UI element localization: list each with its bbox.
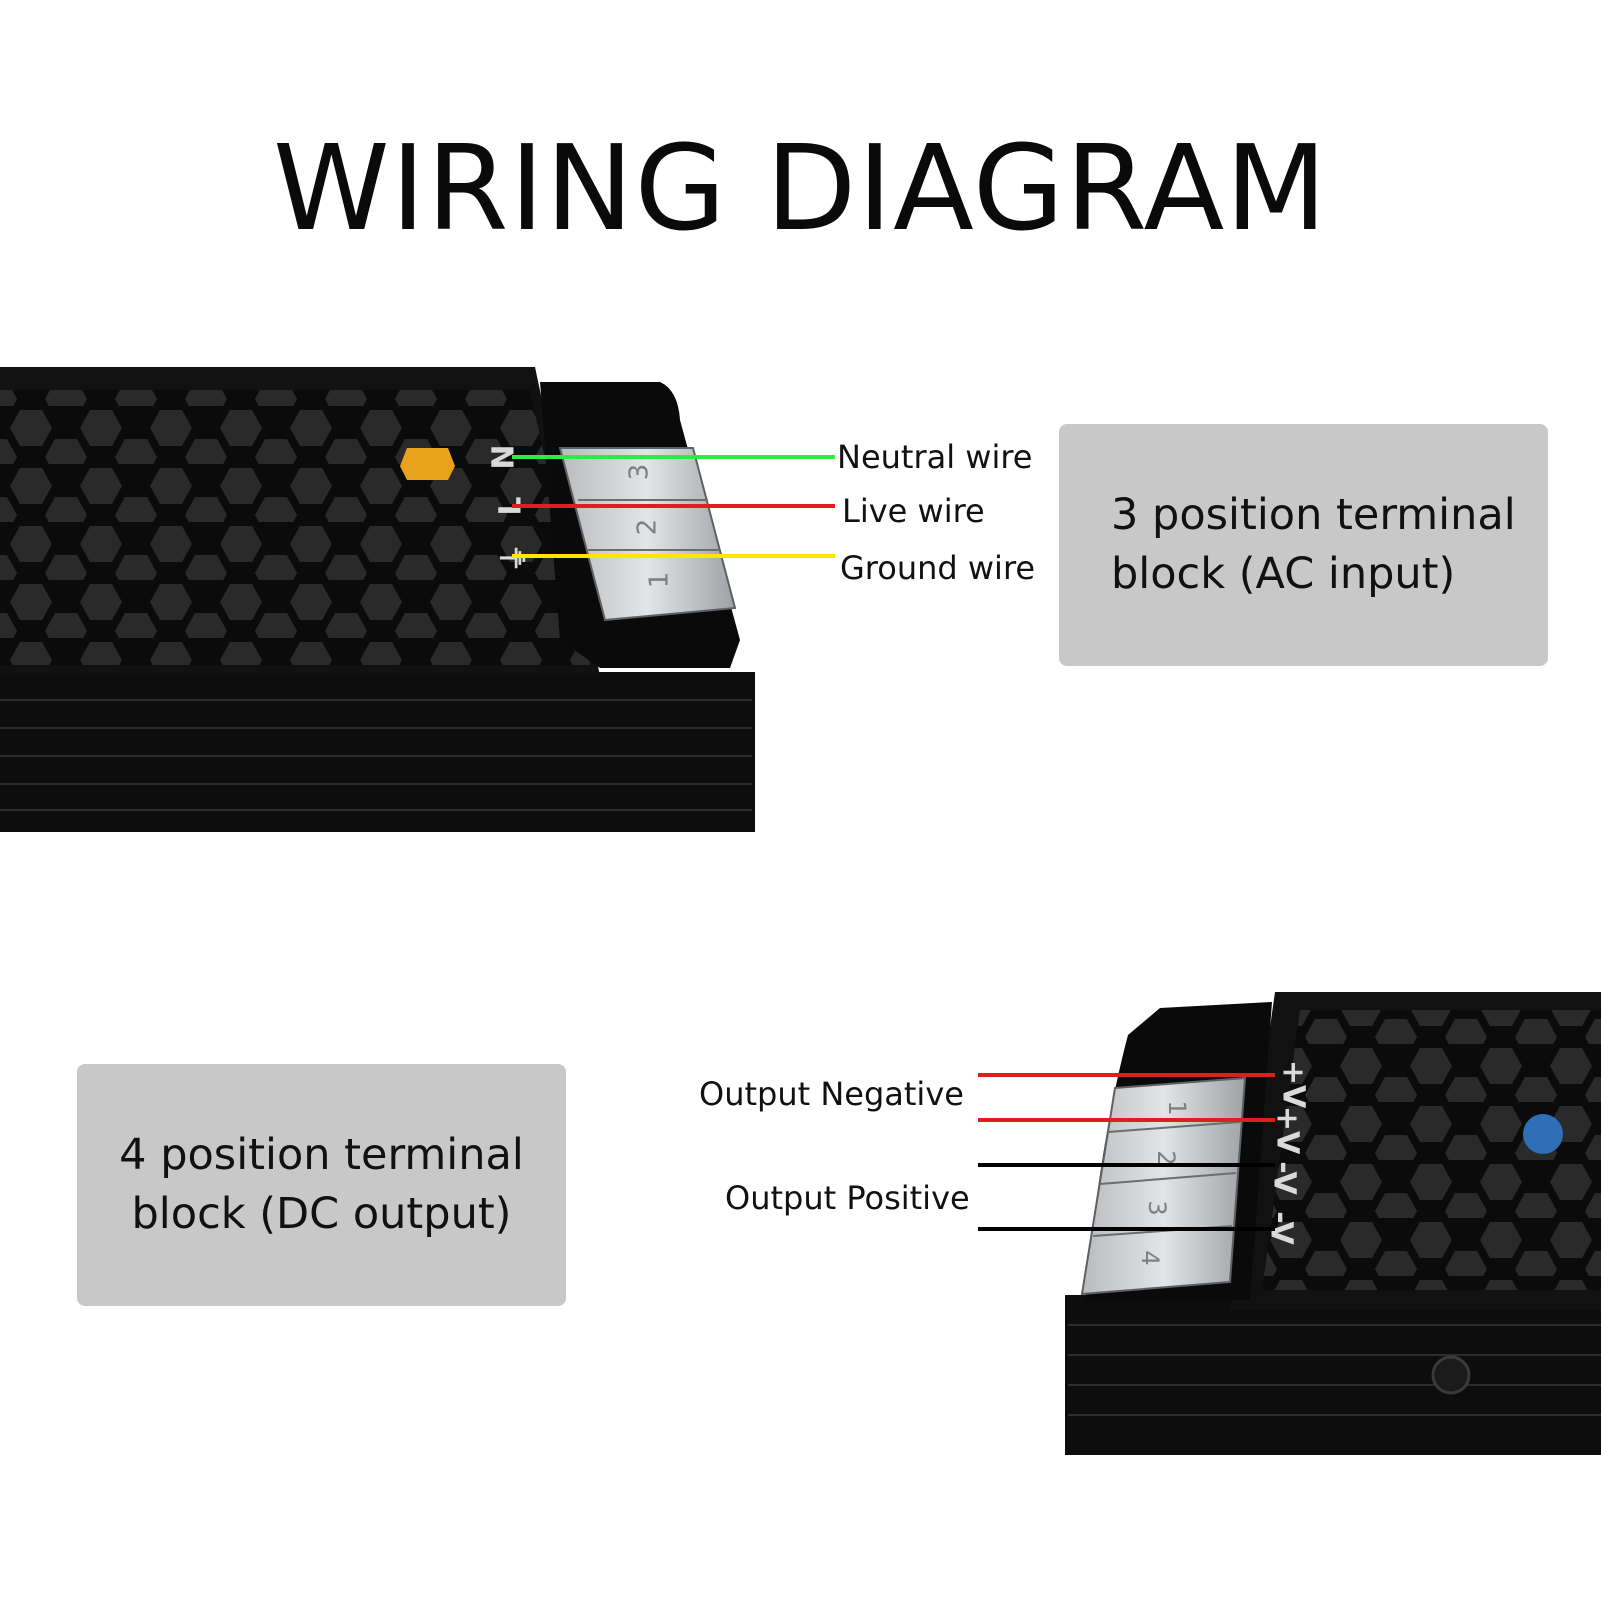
ac-power-supply-illustration [0, 367, 755, 832]
dc-screw-head [1431, 1355, 1471, 1395]
dc-vent-grille [1262, 1010, 1601, 1290]
dc-terminal-number-2: 2 [1152, 1150, 1180, 1165]
dc-terminal-mark-2: +V [1270, 1106, 1305, 1155]
output-positive-label: Output Positive [725, 1179, 970, 1217]
ac-heatsink [0, 672, 755, 832]
dc-heatsink [1065, 1295, 1601, 1455]
dc-callout-line1: 4 position terminal [119, 1130, 524, 1181]
ac-callout-line1: 3 position terminal [1111, 490, 1516, 541]
dc-blue-component [1523, 1114, 1563, 1154]
ac-terminal-number-3: 3 [625, 464, 655, 481]
ac-callout-line2: block (AC input) [1111, 549, 1456, 599]
ac-terminal-mark-2: L [494, 496, 529, 515]
neutral-wire-label: Neutral wire [837, 438, 1033, 476]
dc-terminal-block-callout: 4 position terminal block (DC output) [77, 1064, 566, 1306]
ac-terminal-cover [558, 447, 737, 622]
page-title: WIRING DIAGRAM [273, 119, 1328, 257]
ac-terminal-number-1: 1 [645, 572, 675, 589]
ac-terminal-number-2: 2 [633, 519, 663, 536]
ground-wire-label: Ground wire [840, 549, 1036, 587]
ac-amber-component [400, 448, 455, 480]
dc-callout-line2: block (DC output) [131, 1189, 512, 1239]
live-wire-label: Live wire [842, 492, 985, 530]
dc-terminal-number-3: 3 [1143, 1200, 1171, 1215]
ac-terminal-block-callout: 3 position terminal block (AC input) [1059, 424, 1548, 666]
dc-terminal-number-4: 4 [1136, 1250, 1164, 1265]
output-negative-label: Output Negative [699, 1075, 964, 1113]
dc-terminal-number-1: 1 [1163, 1100, 1191, 1115]
dc-terminal-mark-1: +V [1276, 1060, 1311, 1109]
dc-terminal-cover [1080, 1076, 1247, 1296]
dc-power-supply-illustration [1065, 992, 1601, 1455]
ac-vent-grille [0, 390, 590, 665]
